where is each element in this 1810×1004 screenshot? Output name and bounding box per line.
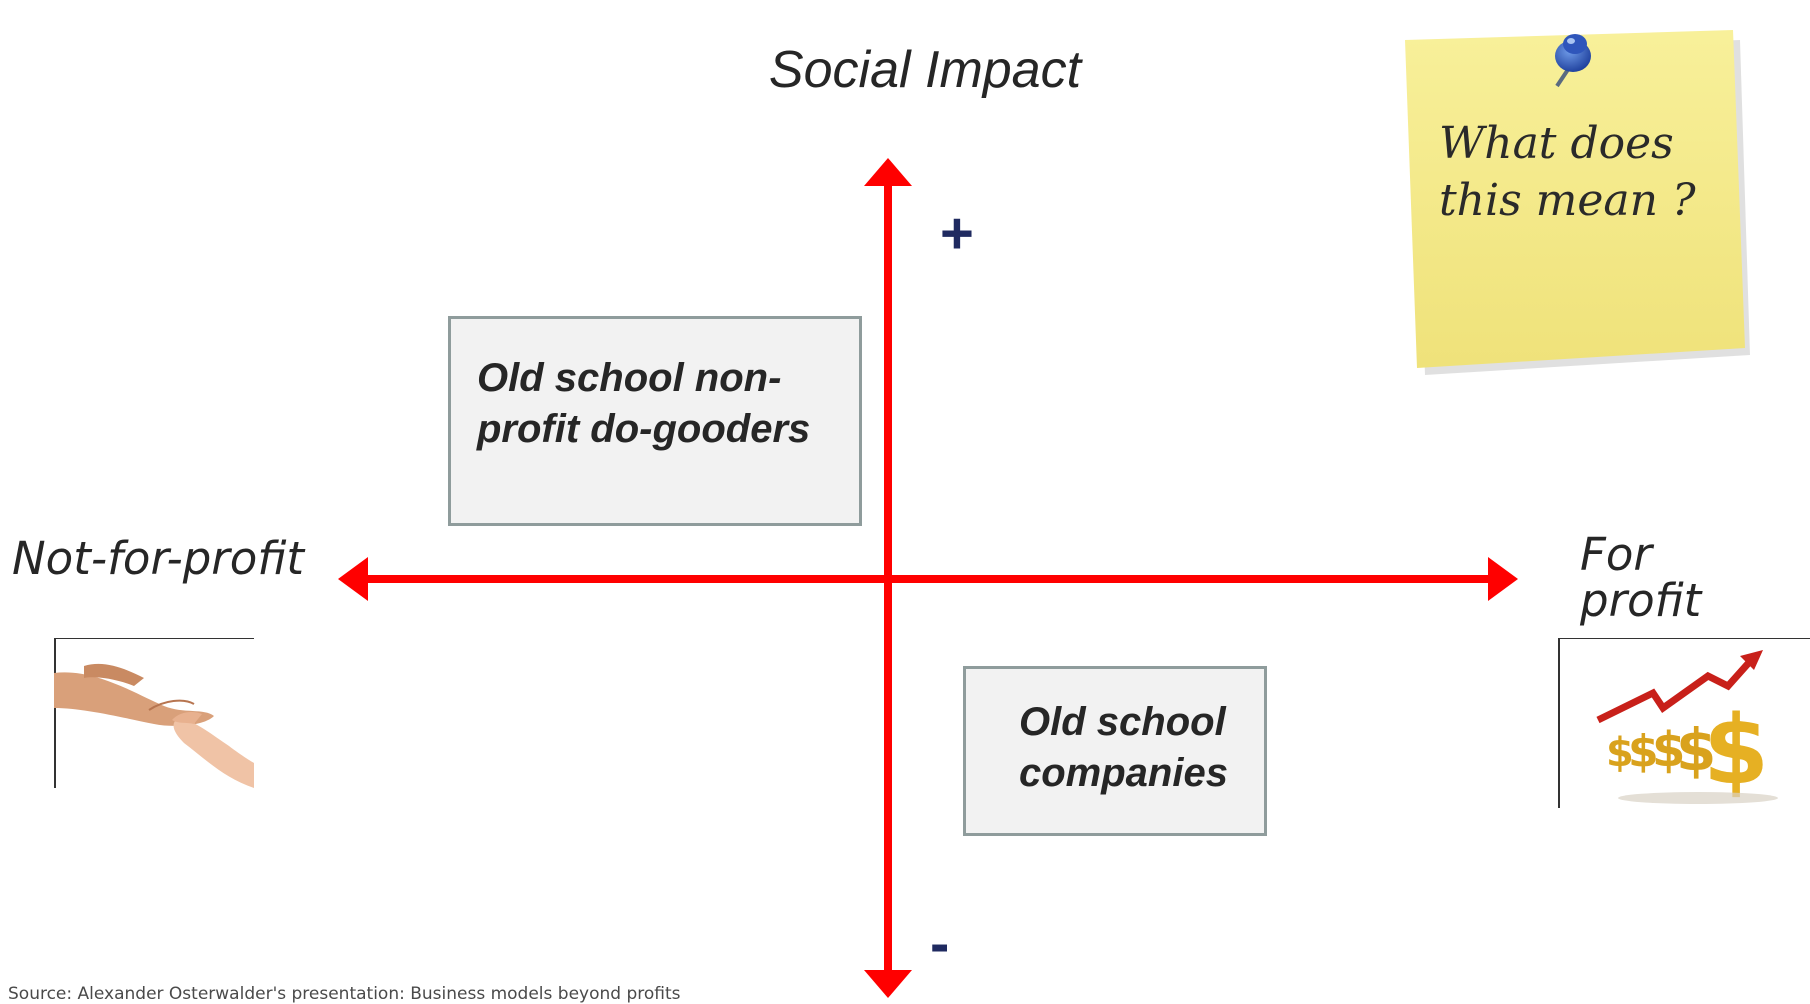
sticky-note-line2: this mean ? bbox=[1439, 175, 1696, 226]
sticky-note-graphic bbox=[1405, 30, 1750, 375]
quadrant-box-companies-line1: Old school bbox=[1019, 700, 1226, 744]
helping-hands-icon bbox=[54, 638, 254, 788]
horizontal-axis-arrow-left bbox=[338, 557, 368, 601]
vertical-axis-arrow-down bbox=[864, 970, 912, 998]
for-profit-label-line1: For bbox=[1580, 528, 1652, 581]
svg-text:$: $ bbox=[1652, 722, 1685, 778]
plus-sign: + bbox=[940, 201, 974, 266]
quadrant-box-companies: Old school companies bbox=[963, 666, 1267, 836]
svg-text:$: $ bbox=[1628, 726, 1659, 777]
vertical-axis-title: Social Impact bbox=[768, 41, 1082, 99]
sticky-note-line1: What does bbox=[1439, 118, 1674, 169]
rising-dollar-icon: $ $ $ $ $ bbox=[1558, 638, 1810, 808]
sticky-note-text: What does this mean ? bbox=[1439, 115, 1739, 229]
for-profit-label: For profit bbox=[1580, 532, 1780, 624]
for-profit-label-line2: profit bbox=[1580, 574, 1702, 627]
vertical-axis-arrow-up bbox=[864, 158, 912, 186]
svg-text:$: $ bbox=[1703, 696, 1769, 806]
quadrant-box-nonprofit-line1: Old school non- bbox=[477, 356, 782, 400]
quadrant-box-nonprofit: Old school non- profit do-gooders bbox=[448, 316, 862, 526]
svg-text:$: $ bbox=[1676, 716, 1716, 784]
quadrant-box-nonprofit-text: Old school non- profit do-gooders bbox=[477, 353, 847, 455]
push-pin-icon bbox=[1555, 34, 1591, 88]
quadrant-box-nonprofit-line2: profit do-gooders bbox=[477, 407, 811, 451]
svg-text:$: $ bbox=[1606, 730, 1634, 776]
sticky-note: What does this mean ? bbox=[1395, 10, 1755, 380]
not-for-profit-label: Not-for-profit bbox=[12, 532, 305, 585]
source-note: Source: Alexander Osterwalder's presenta… bbox=[8, 984, 681, 1004]
minus-sign: - bbox=[930, 911, 950, 976]
horizontal-axis-line bbox=[360, 575, 1500, 583]
horizontal-axis-arrow-right bbox=[1488, 557, 1518, 601]
quadrant-box-companies-line2: companies bbox=[1019, 751, 1228, 795]
quadrant-box-companies-text: Old school companies bbox=[1019, 697, 1259, 799]
